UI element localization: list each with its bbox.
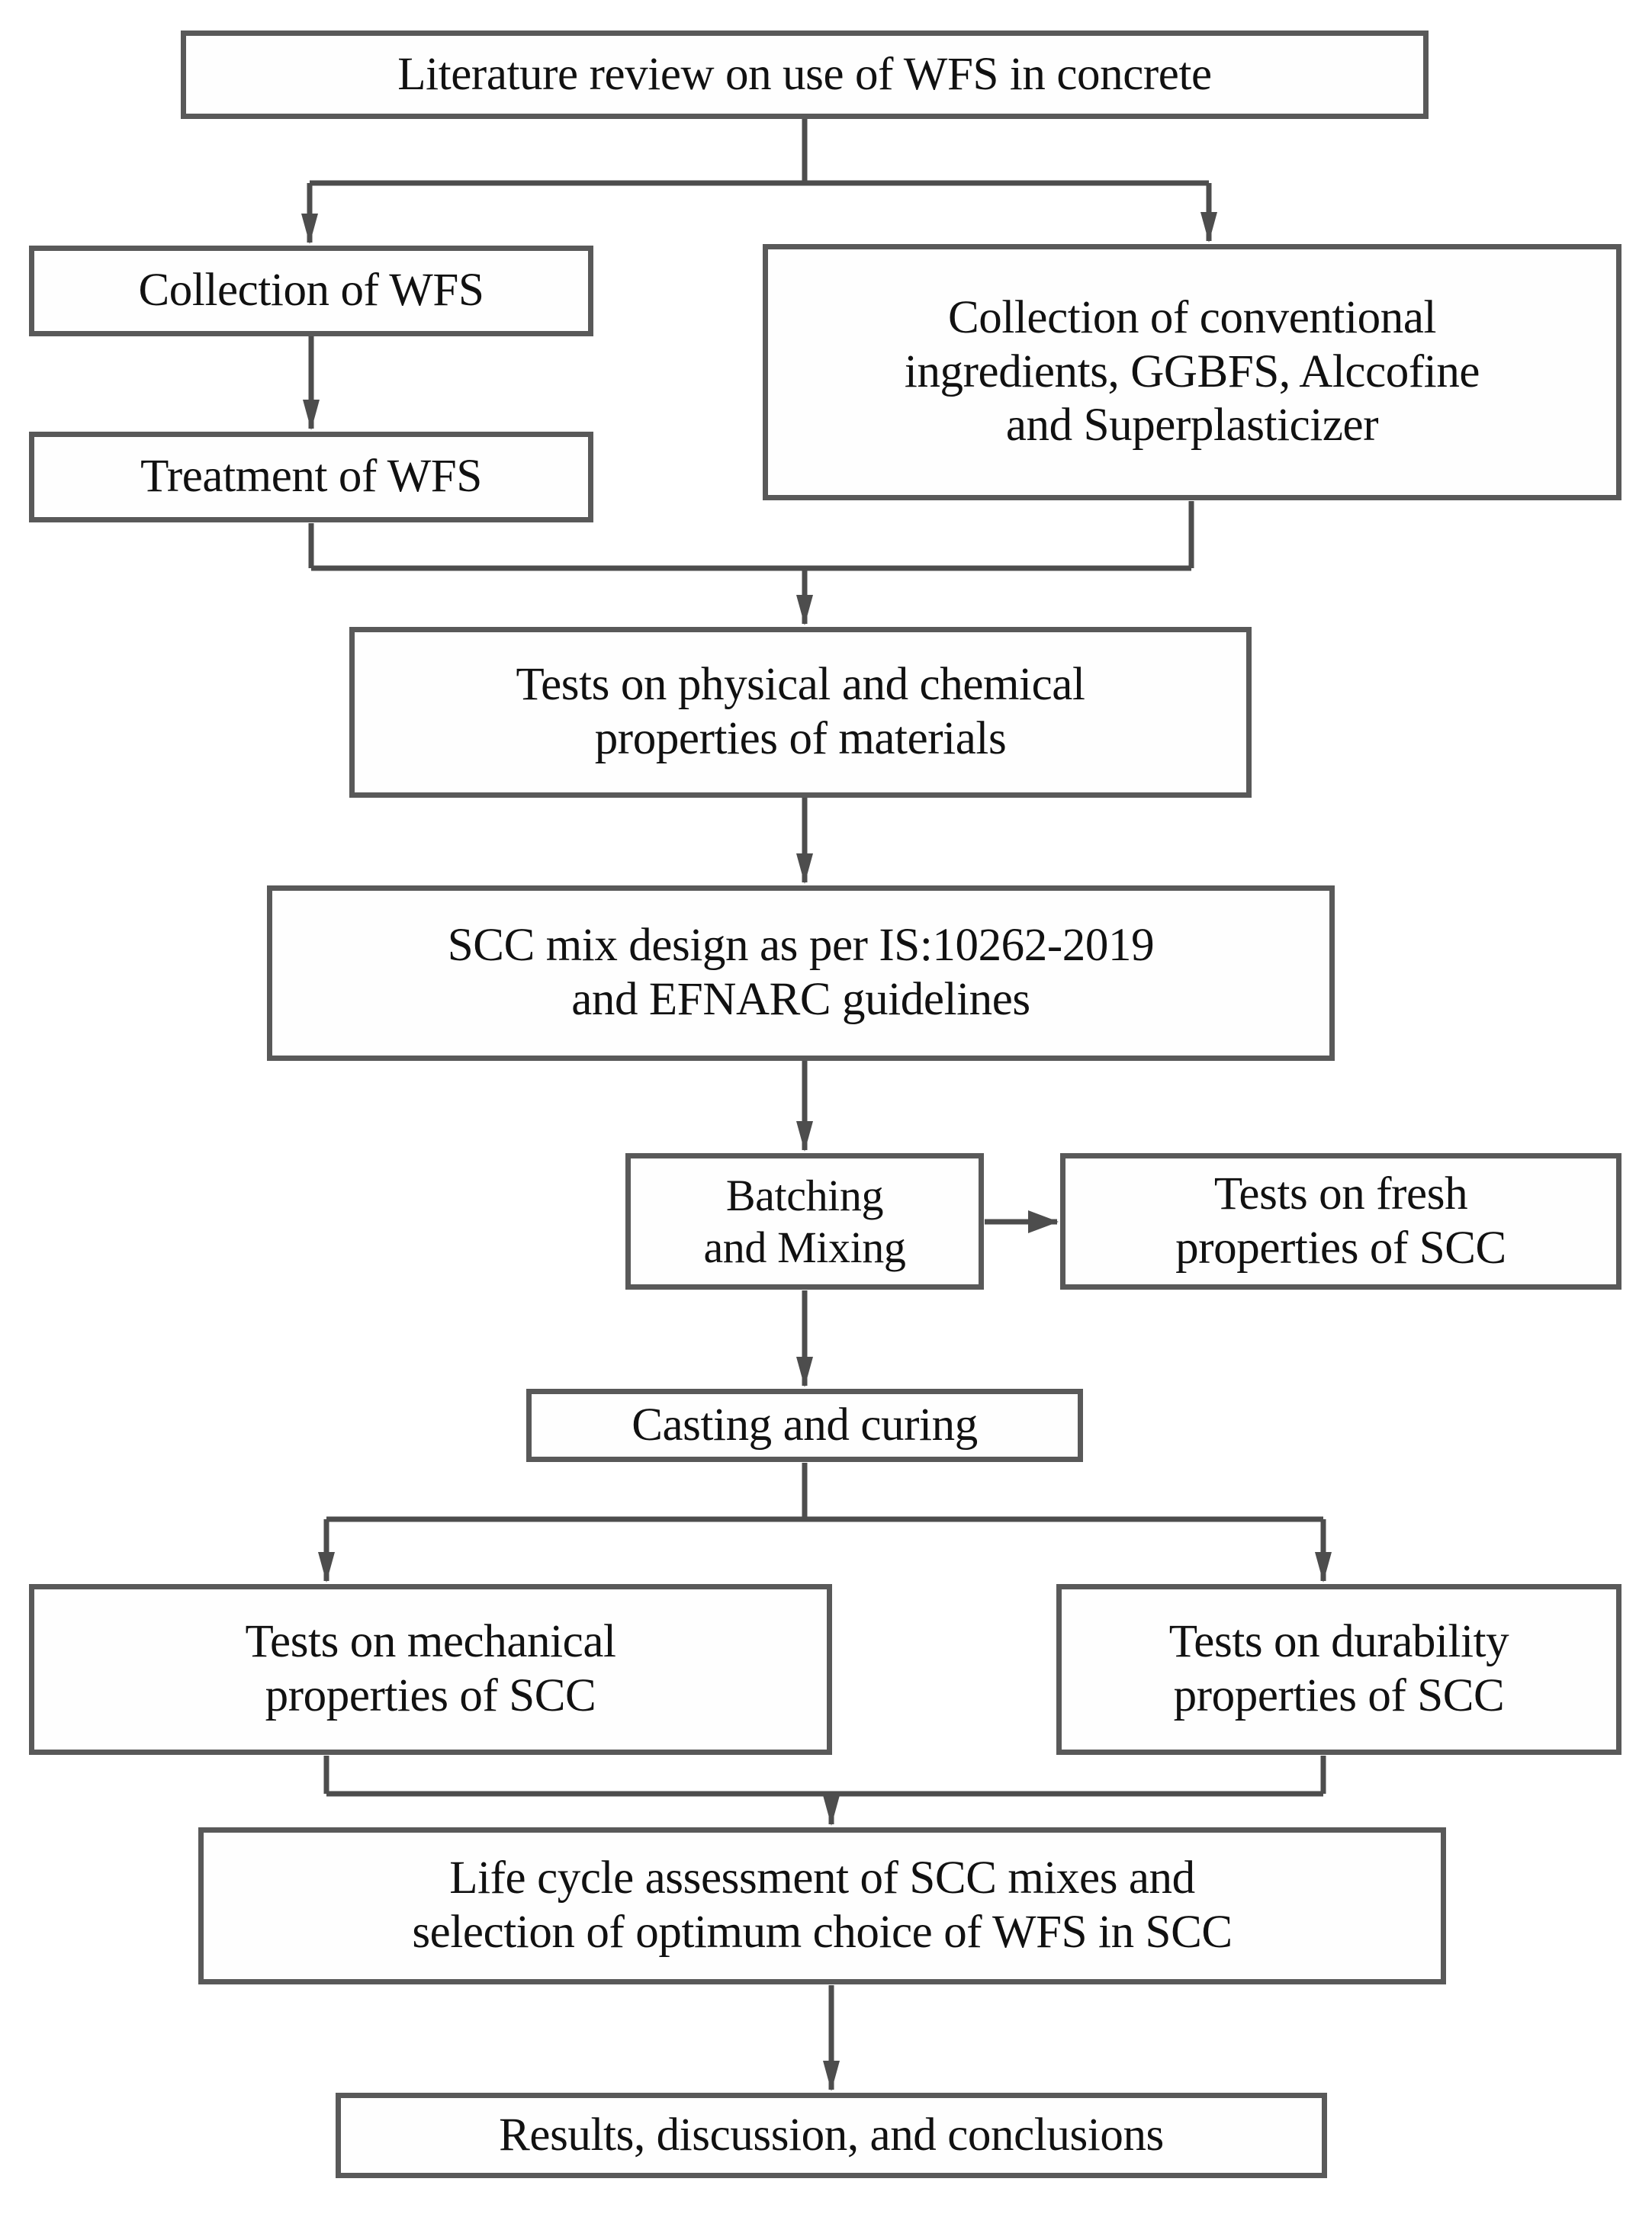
node-label: Collection of WFS bbox=[138, 265, 484, 317]
node-results-discussion-conclusions[interactable]: Results, discussion, and conclusions bbox=[336, 2093, 1327, 2178]
node-label: Tests on mechanical properties of SCC bbox=[245, 1616, 616, 1721]
node-label: SCC mix design as per IS:10262-2019 and … bbox=[447, 920, 1155, 1025]
node-life-cycle-assessment[interactable]: Life cycle assessment of SCC mixes and s… bbox=[198, 1827, 1446, 1984]
node-label: Batching and Mixing bbox=[703, 1171, 906, 1272]
node-tests-mechanical-properties[interactable]: Tests on mechanical properties of SCC bbox=[29, 1584, 832, 1755]
node-label: Treatment of WFS bbox=[140, 451, 482, 503]
node-collection-of-conventional-ingredients[interactable]: Collection of conventional ingredients, … bbox=[763, 244, 1621, 500]
node-tests-durability-properties[interactable]: Tests on durability properties of SCC bbox=[1056, 1584, 1621, 1755]
node-tests-physical-chemical-properties[interactable]: Tests on physical and chemical propertie… bbox=[349, 627, 1252, 798]
node-casting-and-curing[interactable]: Casting and curing bbox=[526, 1389, 1083, 1462]
node-label: Results, discussion, and conclusions bbox=[499, 2109, 1164, 2161]
node-label: Literature review on use of WFS in concr… bbox=[397, 48, 1212, 100]
node-scc-mix-design[interactable]: SCC mix design as per IS:10262-2019 and … bbox=[267, 885, 1335, 1061]
node-treatment-of-wfs[interactable]: Treatment of WFS bbox=[29, 432, 593, 522]
node-label: Tests on fresh properties of SCC bbox=[1175, 1168, 1506, 1274]
node-label: Tests on physical and chemical propertie… bbox=[516, 659, 1085, 764]
node-label: Casting and curing bbox=[632, 1399, 978, 1451]
node-collection-of-wfs[interactable]: Collection of WFS bbox=[29, 246, 593, 336]
node-label: Life cycle assessment of SCC mixes and s… bbox=[412, 1852, 1233, 1958]
node-label: Tests on durability properties of SCC bbox=[1168, 1616, 1509, 1721]
node-label: Collection of conventional ingredients, … bbox=[904, 291, 1480, 451]
node-batching-and-mixing[interactable]: Batching and Mixing bbox=[625, 1153, 984, 1290]
node-literature-review[interactable]: Literature review on use of WFS in concr… bbox=[181, 31, 1429, 119]
node-tests-fresh-properties[interactable]: Tests on fresh properties of SCC bbox=[1060, 1153, 1621, 1290]
